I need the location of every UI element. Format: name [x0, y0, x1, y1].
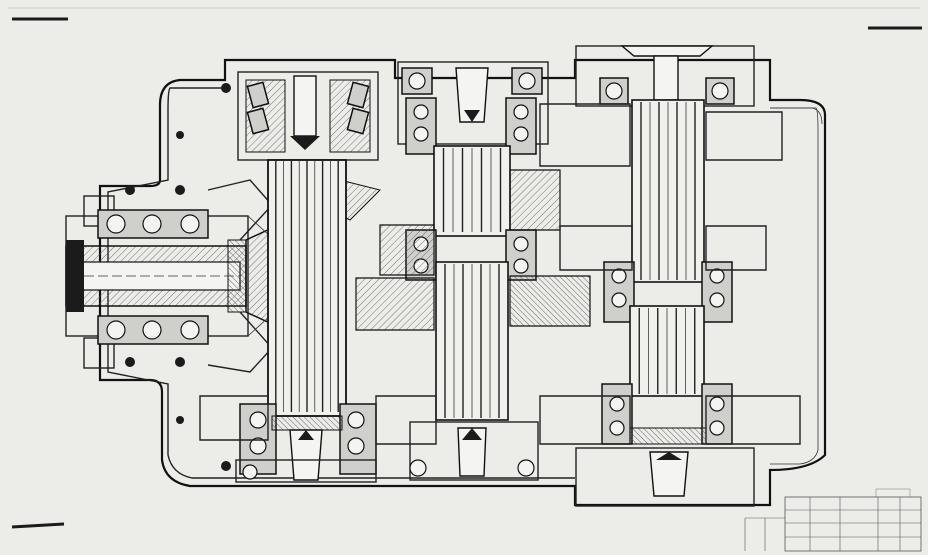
oil-pipe — [770, 107, 823, 125]
shaft-1-splines — [275, 160, 339, 412]
shaft-2-lower-splines — [444, 264, 500, 418]
input-shaft-assembly — [65, 195, 273, 369]
shaft-1-assembly — [235, 71, 379, 483]
tapered-roller-bearing-left — [246, 81, 370, 135]
shaft-2-upper-splines — [442, 148, 502, 232]
frame-marks — [8, 7, 922, 529]
shaft-3-lower-splines — [638, 308, 696, 394]
input-lower-bearings — [97, 315, 209, 345]
shaft-3-assembly — [575, 45, 755, 507]
gear-blocks — [199, 103, 801, 445]
title-block — [744, 488, 922, 552]
shaft-3-upper-splines — [640, 102, 696, 280]
input-upper-bearings — [97, 209, 209, 239]
